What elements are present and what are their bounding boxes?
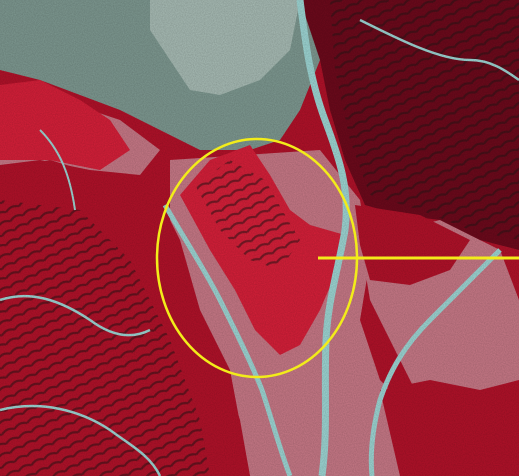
satellite-image (0, 0, 519, 476)
image-grain (0, 0, 519, 476)
